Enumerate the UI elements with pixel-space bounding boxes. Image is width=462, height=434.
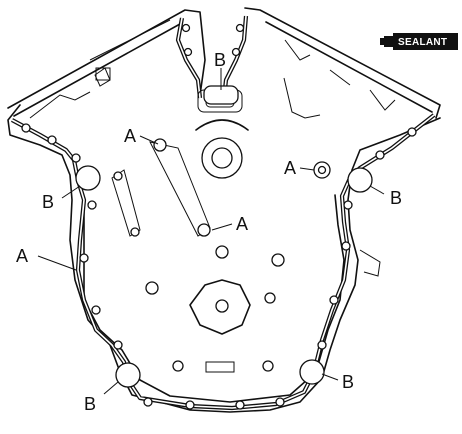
callout-b-right: B [390, 188, 402, 208]
sealant-tube-icon [380, 36, 394, 47]
sealant-bead [11, 15, 436, 411]
callout-b-top: B [214, 50, 226, 70]
bolt-holes [21, 23, 417, 410]
sealant-badge: SEALANT [380, 33, 458, 50]
upper-housing [7, 7, 441, 119]
callout-b-left: B [42, 192, 54, 212]
callout-a-right: A [284, 158, 296, 178]
interior-features [111, 89, 381, 373]
b-markers [75, 85, 373, 388]
callout-a-center: A [236, 214, 248, 234]
callout-a-upper-left: A [124, 126, 136, 146]
callout-b-bottom-right: B [342, 372, 354, 392]
callout-b-bottom-left: B [84, 394, 96, 414]
cover-body [7, 104, 441, 413]
sealant-badge-label: SEALANT [398, 37, 447, 48]
callout-a-left: A [16, 246, 28, 266]
leader-lines [37, 68, 385, 395]
